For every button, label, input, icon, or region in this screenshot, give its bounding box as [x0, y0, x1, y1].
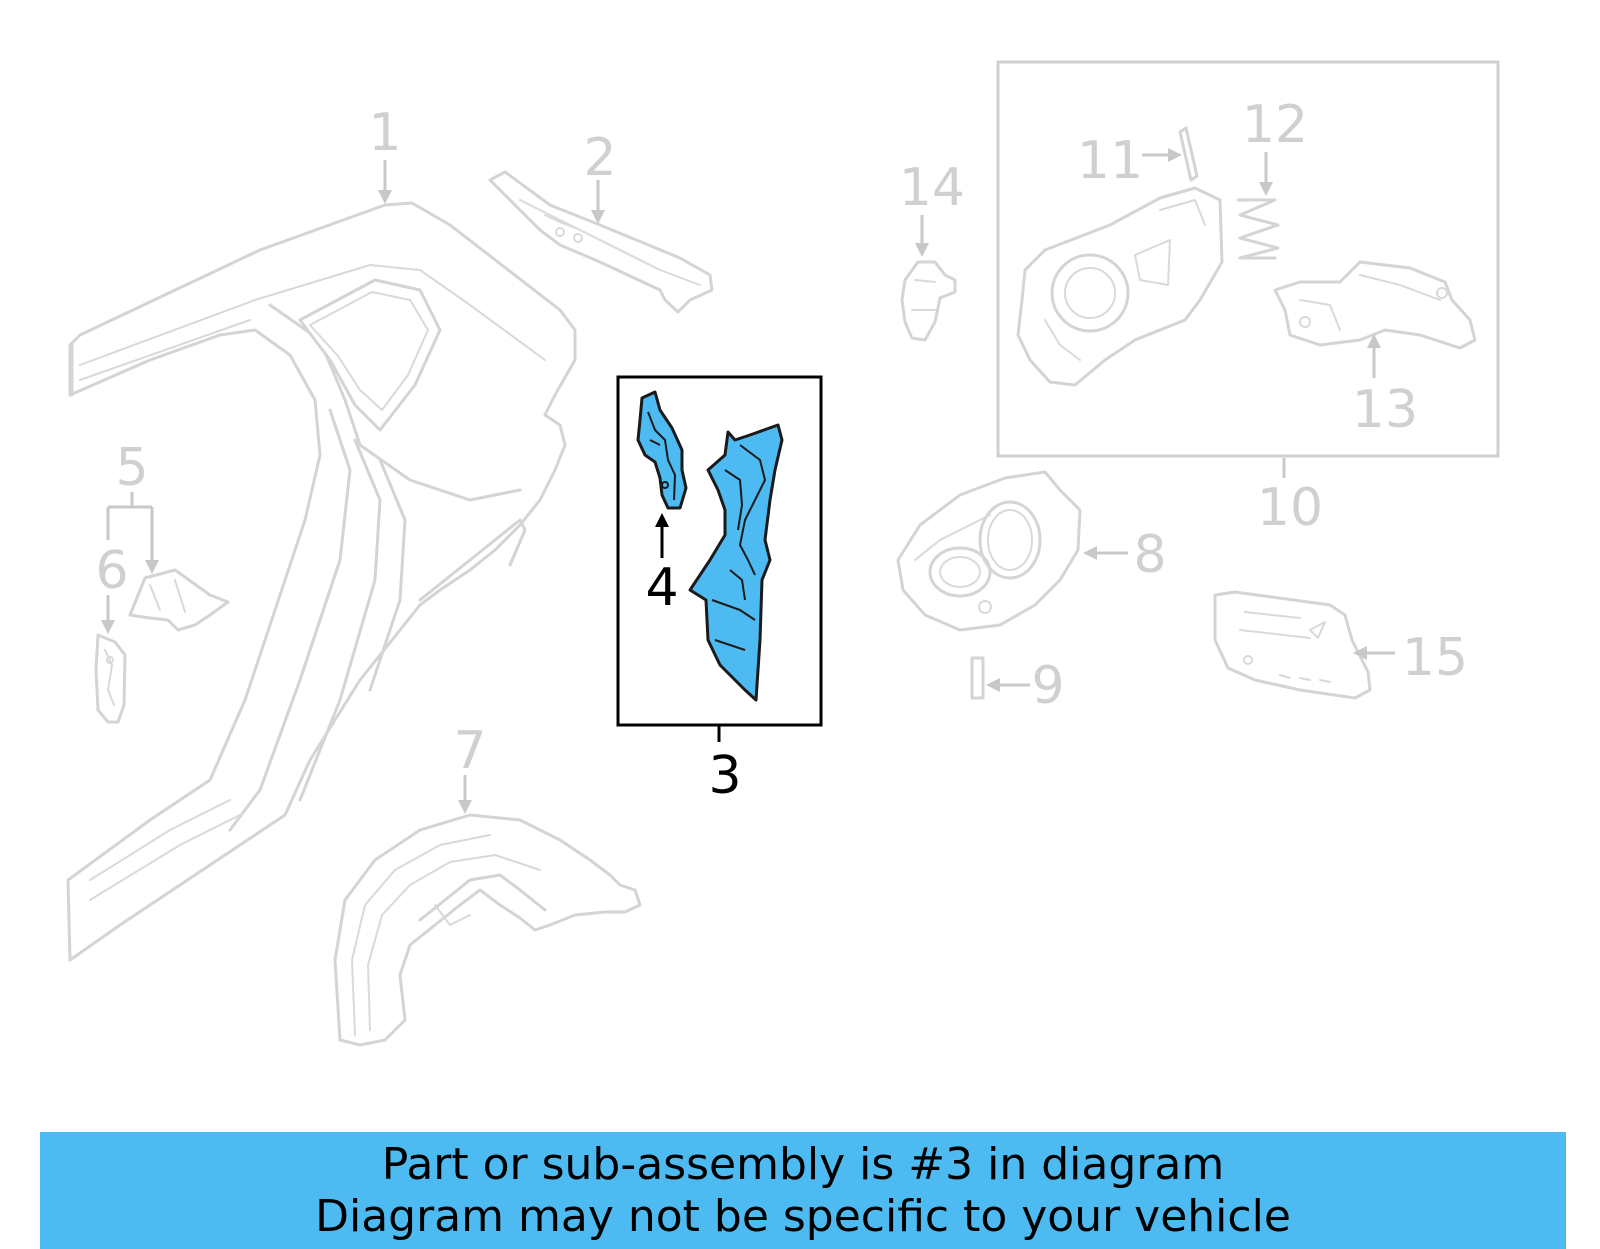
callout-labels: 1 2 3 4 5 6 7 8 9 10 11 12 13 14 15: [95, 95, 1468, 806]
callout-9: 9: [1031, 656, 1064, 716]
part-13-actuator: [1273, 260, 1477, 350]
callout-10: 10: [1257, 478, 1323, 538]
part-4-bracket-highlighted: [636, 390, 688, 510]
info-banner: Part or sub-assembly is #3 in diagram Di…: [40, 1132, 1566, 1249]
part-10-group-box: [996, 60, 1500, 458]
callout-1: 1: [368, 103, 401, 163]
part-3-inner-panel-highlighted: [688, 423, 784, 702]
part-14-sensor: [900, 260, 957, 342]
callout-13: 13: [1352, 380, 1418, 440]
banner-line-2: Diagram may not be specific to your vehi…: [315, 1190, 1291, 1242]
callout-4: 4: [645, 558, 678, 618]
part-6-bracket: [94, 633, 127, 724]
part-2-rail: [488, 170, 714, 314]
callout-5: 5: [115, 438, 148, 498]
part-11-pin: [1178, 126, 1199, 182]
part-1-quarter-panel: [66, 201, 577, 962]
part-7-wheelhouse-liner: [333, 813, 642, 1047]
part-15-trim-panel: [1213, 590, 1372, 700]
callout-2: 2: [583, 128, 616, 188]
banner-line-1: Part or sub-assembly is #3 in diagram: [381, 1138, 1225, 1190]
callout-3: 3: [708, 746, 741, 806]
callout-8: 8: [1133, 525, 1166, 585]
callout-7: 7: [453, 721, 486, 781]
callout-12: 12: [1242, 95, 1308, 155]
part-12-spring: [1236, 198, 1280, 260]
callout-leaders: [101, 148, 1395, 814]
part-10-fuel-door-housing: [1016, 186, 1224, 387]
part-8-fuel-door: [896, 470, 1082, 632]
part-5-bracket: [128, 568, 230, 632]
part-9-pin: [970, 656, 985, 700]
callout-14: 14: [899, 158, 965, 218]
callout-6: 6: [95, 541, 128, 601]
callout-15: 15: [1402, 628, 1468, 688]
callout-11: 11: [1077, 131, 1143, 191]
